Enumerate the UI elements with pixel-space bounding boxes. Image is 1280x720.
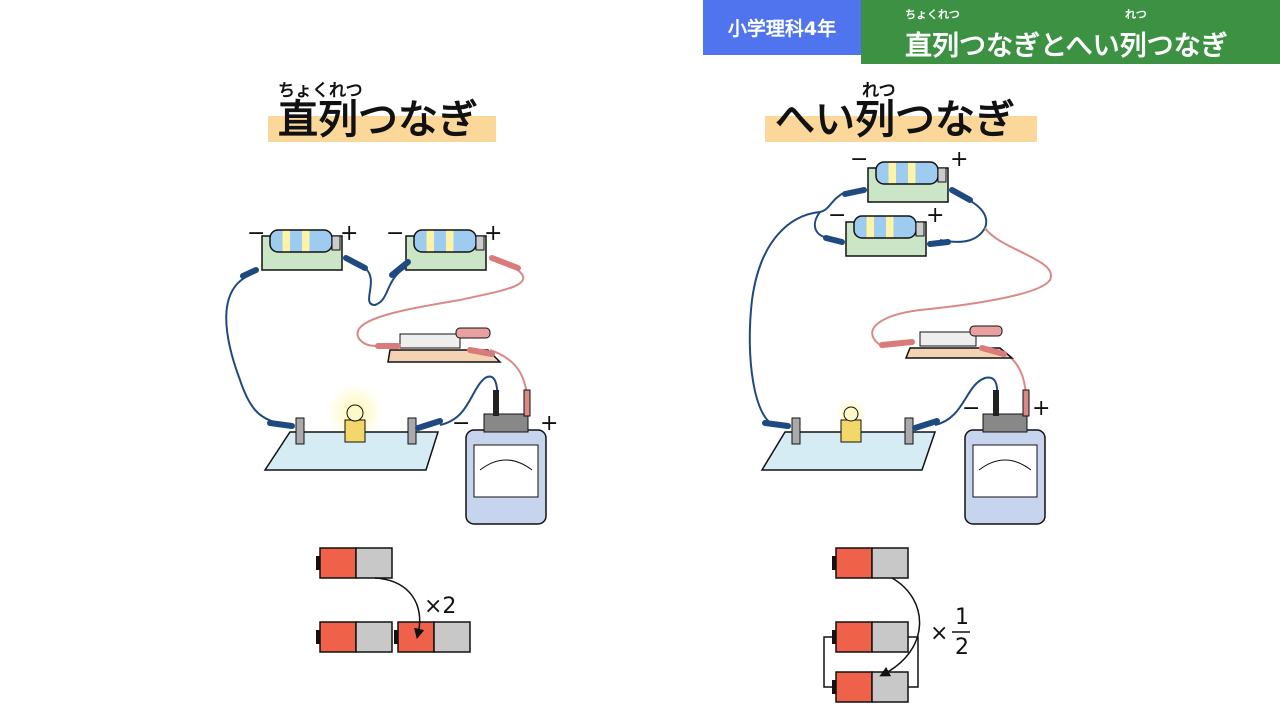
parallel-title-ruby: れつ	[862, 81, 896, 101]
series-meter-minus: −	[452, 411, 470, 436]
parallel-title-highlight	[765, 116, 1037, 142]
parallel-multiplier-denominator: 2	[955, 635, 969, 660]
topic-title: 直列つなぎとへい列つなぎ	[905, 31, 1228, 62]
parallel-switch	[879, 325, 1015, 359]
series-battery-2-plus: +	[484, 221, 502, 246]
series-bulb-board	[263, 384, 443, 471]
parallel-battery-1	[842, 161, 973, 203]
series-cell-bottom-1	[316, 621, 393, 653]
parallel-circuit: − + − + − +	[748, 147, 1053, 525]
series-title-ruby: ちょくれつ	[278, 81, 363, 101]
topic-ruby-1: ちょくれつ	[905, 8, 960, 21]
grade-tag: 小学理科4年	[703, 0, 861, 55]
parallel-multiplier-numerator: 1	[955, 605, 969, 630]
series-meter	[465, 389, 547, 525]
series-title: 直列つなぎ	[278, 97, 478, 143]
series-arrow	[374, 577, 425, 640]
parallel-meter	[964, 389, 1046, 525]
parallel-battery-2	[823, 215, 951, 257]
series-wire-blue-2	[364, 267, 406, 307]
parallel-cell-middle	[832, 621, 909, 653]
parallel-link-left	[823, 636, 834, 688]
series-circuit: − + − +	[225, 221, 558, 525]
series-title-highlight	[268, 116, 496, 142]
parallel-battery-2-minus: −	[828, 203, 846, 228]
series-wire-blue-1	[225, 274, 286, 426]
parallel-arrow	[879, 577, 921, 677]
topic-tag: ちょくれつ れつ 直列つなぎとへい列つなぎ	[861, 0, 1280, 64]
parallel-multiplier-prefix: ×	[930, 621, 948, 646]
series-multiplier: ×2	[424, 594, 456, 619]
series-battery-2-minus: −	[386, 221, 404, 246]
series-cell-top	[316, 547, 393, 579]
series-cell-bottom-2	[394, 621, 471, 653]
parallel-wire-blue-4	[934, 376, 999, 426]
series-battery-1-plus: +	[340, 221, 358, 246]
parallel-battery-2-plus: +	[926, 203, 944, 228]
series-wire-red-1	[356, 267, 525, 347]
parallel-meter-minus: −	[962, 396, 980, 421]
series-wire-blue-3	[439, 375, 499, 426]
series-battery-1-minus: −	[247, 221, 265, 246]
parallel-battery-1-minus: −	[850, 147, 868, 172]
parallel-bulb-board	[760, 398, 940, 471]
parallel-link-right	[908, 636, 919, 688]
parallel-battery-comparison: × 1 2	[823, 547, 970, 703]
parallel-cell-bottom	[832, 671, 909, 703]
parallel-meter-plus: +	[1032, 396, 1050, 421]
series-switch	[375, 327, 502, 363]
parallel-cell-top	[832, 547, 909, 579]
topic-ruby-2: れつ	[1125, 8, 1147, 21]
series-battery-1	[240, 229, 368, 279]
series-battery-comparison: ×2	[316, 547, 471, 653]
parallel-title: へい列つなぎ	[775, 97, 1015, 143]
parallel-wire-blue-1	[748, 191, 846, 426]
series-battery-2	[389, 229, 521, 278]
series-meter-plus: +	[540, 411, 558, 436]
parallel-wire-red-1	[871, 227, 1053, 346]
parallel-battery-1-plus: +	[950, 147, 968, 172]
